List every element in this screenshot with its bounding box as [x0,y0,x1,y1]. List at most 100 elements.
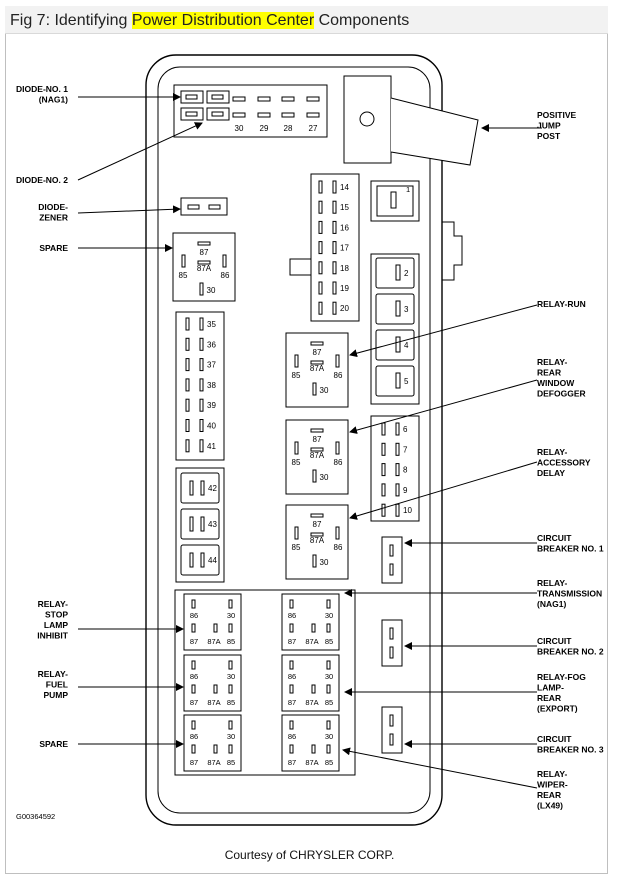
pin-85-slot [326,623,331,633]
zener-slot [208,204,221,210]
fuse-number-label: 35 [207,320,216,329]
pin-87a-label: 87A [305,637,318,646]
maxi-fuse-cell [180,472,220,504]
label-line: RELAY- [537,769,568,779]
fuse-blade [200,480,205,496]
label-line: FUEL [46,680,68,690]
pin-30-slot [228,660,233,670]
pin-86-label: 86 [190,672,198,681]
pin-85-label: 85 [227,758,235,767]
breaker-blade [389,646,394,659]
pin-30-label: 30 [227,672,235,681]
fuse-number-label: 15 [340,203,349,212]
label-line: SPARE [39,739,68,749]
mini-fuse-slot [232,96,246,102]
zener-slot [187,204,200,210]
pin-87a-slot [213,684,218,694]
label-line: RELAY- [38,599,69,609]
pin-30-slot [228,599,233,609]
label-line: REAR [537,368,561,378]
pin-87-slot [197,241,211,246]
fuse-blade [185,337,190,351]
pin-87-label: 87 [190,637,198,646]
label-line: WIPER- [537,780,568,790]
fuse-number-label: 19 [340,284,349,293]
pin-30-label: 30 [320,386,329,395]
fuse-number-label: 36 [207,340,216,349]
pdc-side-tab [442,221,463,281]
maxi-fuse-blade [395,336,401,353]
pin-85-label: 85 [325,698,333,707]
fuse-blade [185,398,190,412]
pin-30-label: 30 [320,558,329,567]
leader-line [349,379,538,434]
pin-30-label: 30 [227,611,235,620]
pin-85-slot [181,254,186,268]
pin-30-label: 30 [325,732,333,741]
pin-87a-label: 87A [207,698,220,707]
fuse-blade [332,261,337,275]
pin-30-label: 30 [325,672,333,681]
diode-socket [206,107,230,121]
leader-line [349,461,538,520]
fuse-number-label: 4 [404,341,409,350]
fuse-blade [189,480,194,496]
label-line: RELAY-FOG [537,672,586,682]
pin-85-label: 85 [179,271,188,280]
pin-87a-slot [311,684,316,694]
label-line: JUMP [537,121,561,131]
pin-86-label: 86 [190,611,198,620]
breaker-blade [389,733,394,746]
maxi-fuse-cell [375,257,415,289]
fuse-blade [318,200,323,214]
maxi-fuse-housing [370,180,420,222]
label-line: RELAY- [537,357,568,367]
label-line: INHIBIT [37,631,69,641]
mini-fuse-slot [281,112,295,118]
pin-87-label: 87 [313,435,322,444]
credit-line: Courtesy of CHRYSLER CORP. [224,848,395,862]
fuse-number-label: 14 [340,183,349,192]
label-line: CIRCUIT [537,734,572,744]
pin-86-slot [289,599,294,609]
diode-slot [211,94,224,100]
fuse-number-label: 3 [404,305,409,314]
fuse-blade [395,483,400,497]
fuse-blade [395,463,400,477]
pin-85-label: 85 [292,458,301,467]
maxi-fuse-1 [376,185,414,217]
maxi-fuse-blade [395,300,401,317]
fuse-blade [199,358,204,372]
fuse-blade [381,442,386,456]
fuse-blade [185,317,190,331]
fuse-number-label: 27 [309,124,318,133]
breaker-blade [389,544,394,557]
pin-30-slot [326,599,331,609]
pin-86-slot [222,254,227,268]
pin-85-slot [326,744,331,754]
mini-fuse-slot [257,112,271,118]
pin-85-slot [326,684,331,694]
fuse-blade [200,552,205,568]
fuse-number-label: 7 [403,445,408,454]
label-line: (NAG1) [39,95,68,105]
fuse-number-label: 5 [404,377,409,386]
fuse-number-label: 6 [403,425,408,434]
pin-30-label: 30 [325,611,333,620]
diode-slot [185,111,198,117]
fuse-number-label: 8 [403,466,408,475]
fuse-blade [185,439,190,453]
fuse-number-label: 41 [207,442,216,451]
fuse-blade [318,220,323,234]
pin-86-slot [335,441,340,455]
